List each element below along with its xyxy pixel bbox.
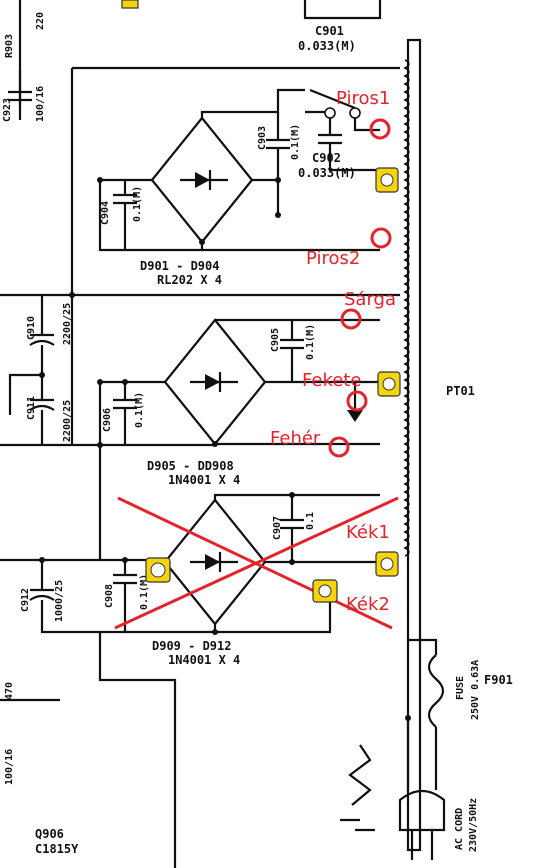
- piros1-label: Piros1: [336, 88, 390, 109]
- fekete-label: Fekete: [302, 370, 361, 391]
- c902-label: C902: [312, 151, 341, 165]
- q906-value: C1815Y: [35, 842, 79, 856]
- c901-value: 0.033(M): [298, 39, 356, 53]
- kek2-label: Kék2: [346, 594, 390, 615]
- bridge-d909-d912: C907 0.1 C908 0.1(M) C912 1000/25 D909 -…: [0, 492, 380, 667]
- piros1-marker: [369, 118, 391, 140]
- c904-label: C904: [100, 201, 111, 225]
- d901-value: RL202 X 4: [157, 273, 222, 287]
- piros2-marker: [370, 227, 392, 249]
- fuse-label: FUSE: [455, 676, 466, 700]
- ac-cord-value: 230V/50Hz: [468, 798, 479, 852]
- c923-value: 100/16: [35, 86, 46, 122]
- c923-label: C923: [2, 98, 13, 122]
- c905-label: C905: [270, 328, 281, 352]
- c911-value: 2200/25: [62, 400, 73, 442]
- pt01-label: PT01: [446, 384, 475, 398]
- feher-label: Fehér: [270, 428, 321, 449]
- c902-value: 0.033(M): [298, 166, 356, 180]
- sarga-label: Sárga: [344, 289, 396, 310]
- bridge-d905-d908: C905 0.1(M) C906 0.1(M) C910 2200/25 C91…: [0, 292, 400, 560]
- fekete-marker: [346, 390, 368, 412]
- color-annotations: Piros1 Piros2 Sárga Fekete Fehér Kék1 Ké…: [270, 88, 396, 615]
- c908-value: 0.1(M): [139, 574, 150, 610]
- c907-label: C907: [272, 516, 283, 540]
- r903-value: 220: [35, 12, 46, 30]
- c903-label: C903: [257, 126, 268, 150]
- c912-label: C912: [20, 588, 31, 612]
- c904-value: 0.1(M): [132, 186, 143, 222]
- d909-label: D909 - D912: [152, 639, 231, 653]
- top-left-components: R903 220 C923 100/16 C901 0.033(M): [2, 0, 382, 122]
- feher-marker: [328, 436, 350, 458]
- d905-label: D905 - DD908: [147, 459, 234, 473]
- c911-label: C911: [26, 396, 37, 420]
- c901-label: C901: [315, 24, 344, 38]
- c903-value: 0.1(M): [290, 124, 301, 160]
- fuse-and-ac-cord: FUSE 250V 0.63A F901 AC CORD 230V/50Hz: [340, 638, 513, 860]
- d905-value: 1N4001 X 4: [168, 473, 240, 487]
- c906-label: C906: [102, 408, 113, 432]
- fuse-value: 250V 0.63A: [470, 660, 481, 720]
- d909-value: 1N4001 X 4: [168, 653, 240, 667]
- d901-label: D901 - D904: [140, 259, 219, 273]
- crossed-out-mark: [114, 496, 399, 630]
- left-100-16: 100/16: [4, 749, 15, 785]
- f901-label: F901: [484, 673, 513, 687]
- bridge-d901-d904: C903 0.1(M) C902 0.033(M) C904 0.1(M) D9…: [70, 66, 400, 295]
- kek1-label: Kék1: [346, 522, 390, 543]
- ac-cord-label: AC CORD: [454, 808, 465, 850]
- c912-value: 1000/25: [54, 580, 65, 622]
- q906-label: Q906: [35, 827, 64, 841]
- left-470: 470: [4, 682, 15, 700]
- c906-value: 0.1(M): [134, 392, 145, 428]
- c907-value: 0.1: [305, 512, 316, 530]
- c910-label: C910: [26, 316, 37, 340]
- lower-left-components: 470 100/16 Q906 C1815Y: [0, 632, 177, 868]
- piros2-label: Piros2: [306, 248, 360, 269]
- c905-value: 0.1(M): [305, 324, 316, 360]
- r903-label: R903: [4, 34, 15, 58]
- sarga-marker: [340, 308, 362, 330]
- c908-label: C908: [104, 584, 115, 608]
- transformer-pt01: PT01: [403, 38, 475, 852]
- solder-pads: [145, 167, 401, 603]
- c910-value: 2200/25: [62, 303, 73, 345]
